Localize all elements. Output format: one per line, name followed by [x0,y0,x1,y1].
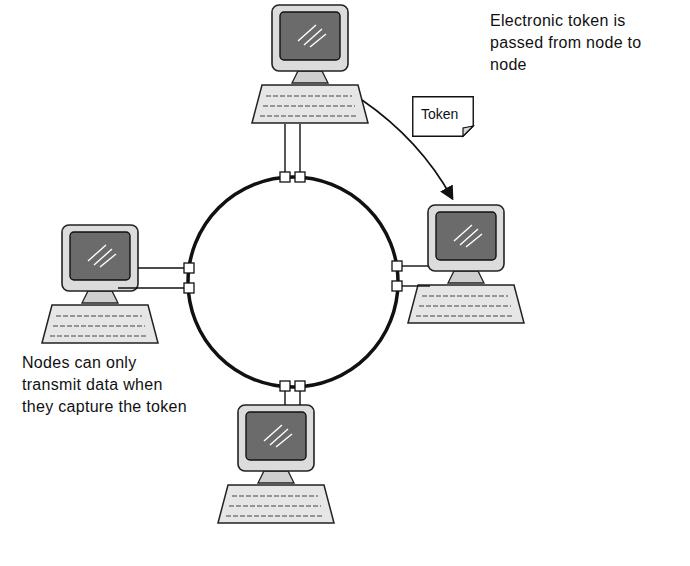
note-label: Electronic token is passed from node to … [490,10,662,76]
bottom-computer [218,381,334,523]
note-label: Nodes can only transmit data when they c… [22,352,190,418]
left-computer [42,225,194,343]
token-text: Token [412,96,474,137]
ring-cable [188,177,398,387]
paper-sheet [413,97,474,137]
note-text: Nodes can only transmit data when they c… [22,352,190,418]
paper-fold [463,126,473,136]
token-card: Token [412,96,474,137]
right-computer [392,205,524,323]
top-computer [252,5,368,182]
note-text: Electronic token is passed from node to … [490,10,662,76]
